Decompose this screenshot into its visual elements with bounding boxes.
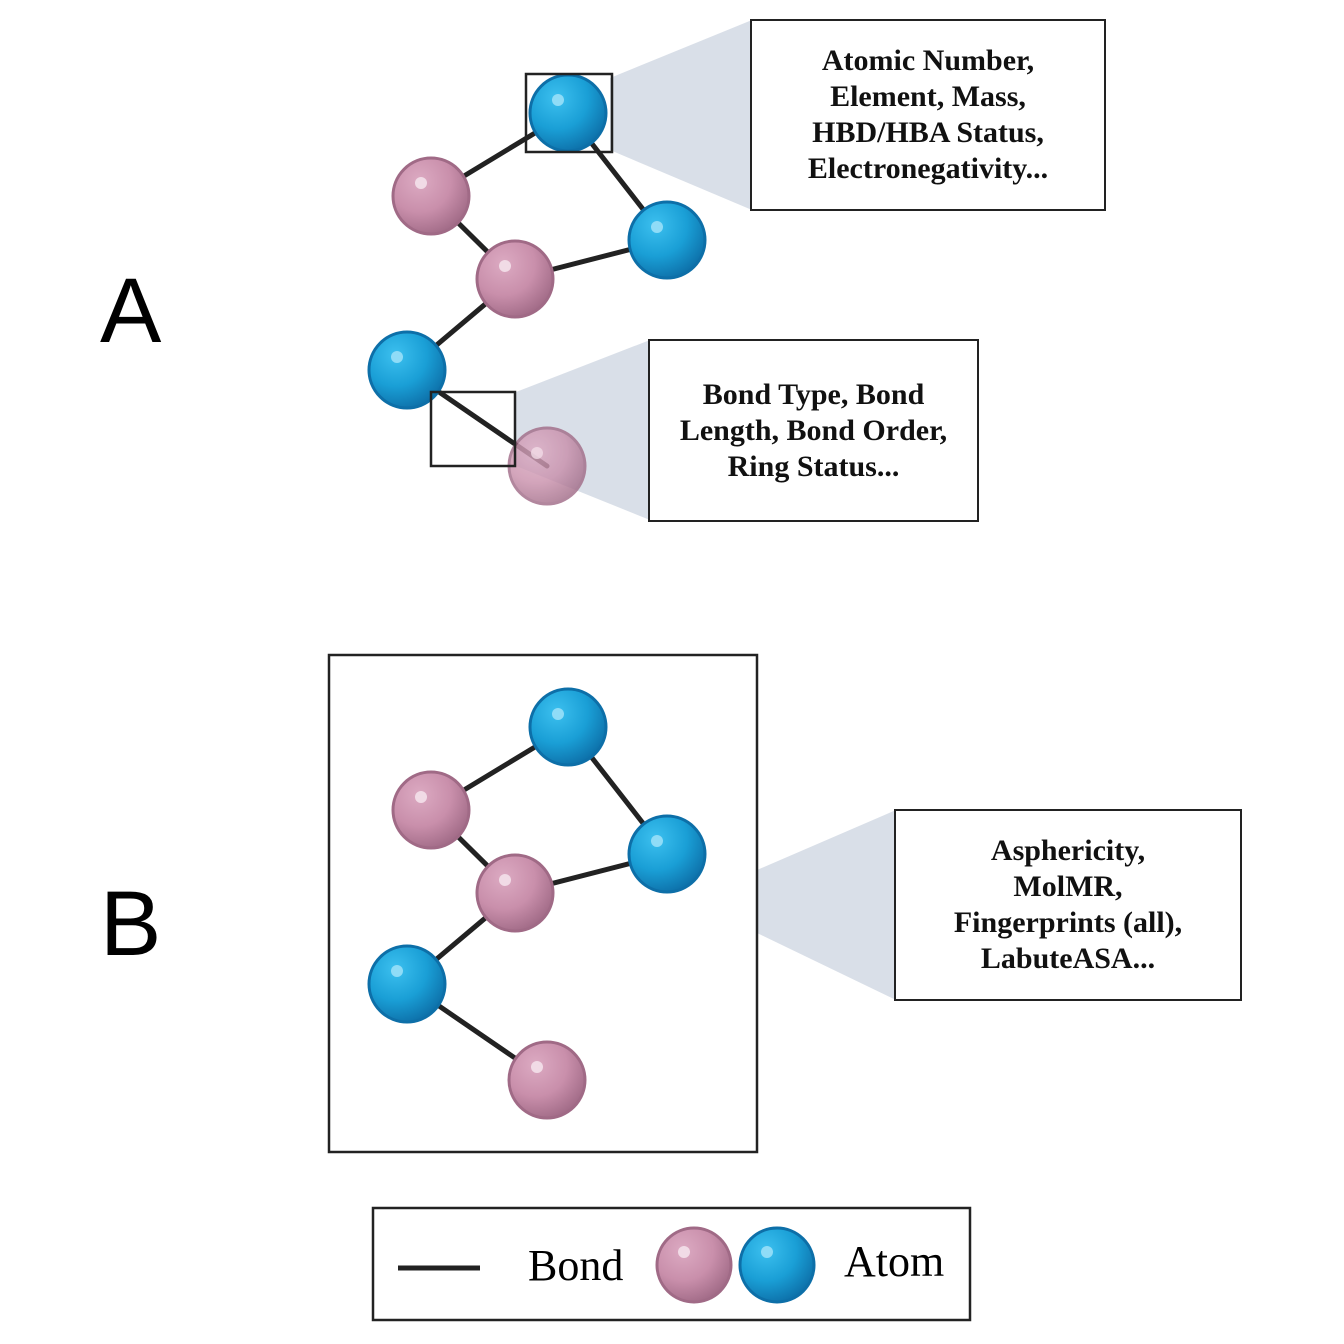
panel-a-label: A [100, 260, 162, 362]
atom-blue [528, 687, 608, 767]
atom-features-text: Atomic Number, Element, Mass, HBD/HBA St… [807, 44, 1049, 185]
legend-bond-label: Bond [528, 1241, 624, 1290]
atom-blue [627, 814, 707, 894]
legend-atom-pink [655, 1226, 733, 1304]
panel-b-atoms [367, 687, 707, 1120]
atom-pink [507, 426, 587, 506]
atom-blue [367, 944, 447, 1024]
molecule-features-text: Asphericity, MolMR, Fingerprints (all), … [953, 834, 1183, 975]
atom-pink [475, 853, 555, 933]
atom-features-box: Atomic Number, Element, Mass, HBD/HBA St… [750, 19, 1106, 211]
atom-highlight-box [524, 72, 614, 154]
atom-callout-wedge [610, 20, 752, 210]
atom-pink [391, 770, 471, 850]
atom-pink [475, 239, 555, 319]
bond-features-text: Bond Type, Bond Length, Bond Order, Ring… [679, 377, 948, 483]
atom-pink [391, 156, 471, 236]
atom-pink [507, 1040, 587, 1120]
molecule-features-box: Asphericity, MolMR, Fingerprints (all), … [894, 809, 1242, 1001]
bond-highlight-box [429, 390, 517, 468]
panel-a-atoms [367, 73, 707, 506]
molecule-frame [327, 653, 759, 1154]
atom-blue [627, 200, 707, 280]
legend-atom-blue [738, 1226, 816, 1304]
molecule-callout-wedge [757, 810, 896, 1000]
legend-atom-label: Atom [844, 1237, 945, 1286]
atom-blue [367, 330, 447, 410]
panel-b-label: B [100, 873, 162, 975]
atom-blue [528, 73, 608, 153]
bond-features-box: Bond Type, Bond Length, Bond Order, Ring… [648, 339, 979, 522]
